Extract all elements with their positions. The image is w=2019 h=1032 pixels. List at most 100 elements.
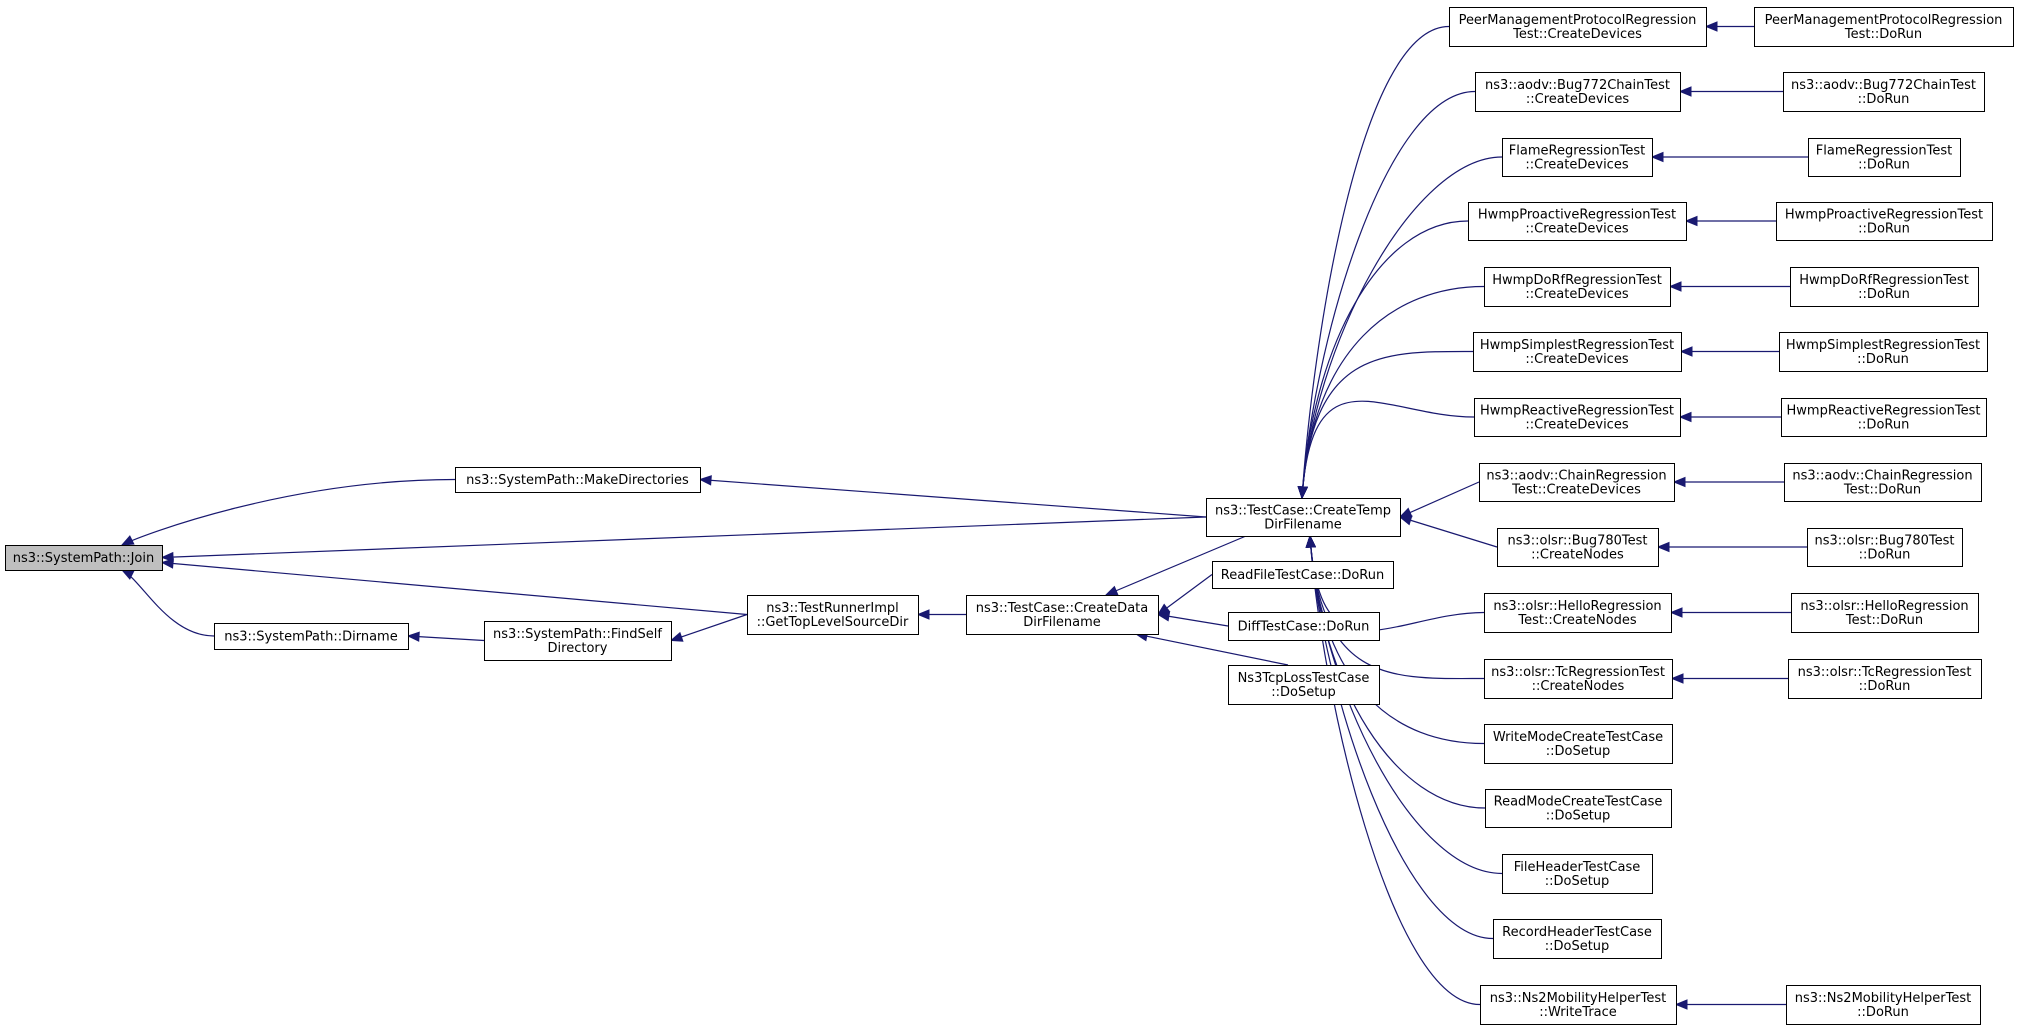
node-label: ns3::olsr::TcRegressionTest — [1798, 665, 1972, 680]
edge-line — [1301, 90, 1476, 499]
node-box — [1776, 202, 1993, 241]
node-label: ns3::olsr::Bug780Test — [1507, 534, 1647, 549]
node-hwdorf_cd[interactable]: HwmpDoRfRegressionTest::CreateDevices — [1484, 267, 1671, 307]
node-box — [1788, 659, 1982, 699]
node-label: ns3::olsr::Bug780Test — [1814, 534, 1954, 549]
node-tc_cn[interactable]: ns3::olsr::TcRegressionTest::CreateNodes — [1484, 659, 1673, 699]
node-label: ReadFileTestCase::DoRun — [1221, 568, 1384, 583]
edge-tc_run-to-tc_cn — [1670, 673, 1788, 684]
node-flame_cd[interactable]: FlameRegressionTest::CreateDevices — [1502, 138, 1653, 177]
node-makedirs[interactable]: ns3::SystemPath::MakeDirectories — [455, 467, 701, 493]
edge-line — [1301, 350, 1474, 499]
node-label: DiffTestCase::DoRun — [1238, 620, 1370, 635]
node-label: ns3::TestRunnerImpl — [766, 601, 899, 616]
node-box — [747, 595, 919, 635]
node-box — [1473, 332, 1682, 372]
edge-hwreac_run-to-hwreac_cd — [1678, 411, 1781, 423]
node-readfile[interactable]: ReadFileTestCase::DoRun — [1212, 561, 1394, 589]
node-join[interactable]: ns3::SystemPath::Join — [5, 545, 163, 571]
node-label: Test::CreateDevices — [1512, 27, 1642, 42]
node-hwsimp_run[interactable]: HwmpSimplestRegressionTest::DoRun — [1779, 332, 1988, 372]
node-flame_run[interactable]: FlameRegressionTest::DoRun — [1808, 138, 1961, 177]
node-hello_cn[interactable]: ns3::olsr::HelloRegressionTest::CreateNo… — [1484, 593, 1672, 633]
edge-line — [1135, 633, 1289, 666]
node-box — [1468, 202, 1687, 241]
edge-line — [1399, 481, 1480, 518]
node-label: Test::CreateDevices — [1511, 483, 1641, 498]
node-hwsimp_cd[interactable]: HwmpSimplestRegressionTest::CreateDevice… — [1473, 332, 1682, 372]
node-label: ns3::SystemPath::FindSelf — [493, 627, 662, 642]
node-box — [1484, 659, 1673, 699]
node-box — [1502, 138, 1653, 177]
arrowhead — [1672, 476, 1686, 488]
edge-line — [121, 478, 456, 546]
node-label: Ns3TcpLossTestCase — [1238, 671, 1370, 686]
call-nodes: ns3::SystemPath::Join ns3::SystemPath::Ma… — [5, 7, 2014, 1025]
node-label: ::DoSetup — [1545, 939, 1610, 954]
node-bug780_cn[interactable]: ns3::olsr::Bug780Test::CreateNodes — [1497, 528, 1659, 567]
node-bug780_run[interactable]: ns3::olsr::Bug780Test::DoRun — [1807, 528, 1963, 567]
node-label: ns3::Ns2MobilityHelperTest — [1795, 991, 1971, 1006]
node-box — [1493, 919, 1662, 959]
node-label: ::DoSetup — [1545, 874, 1610, 889]
node-hwreac_cd[interactable]: HwmpReactiveRegressionTest::CreateDevice… — [1474, 398, 1681, 437]
node-ns2_wt[interactable]: ns3::Ns2MobilityHelperTest::WriteTrace — [1480, 985, 1677, 1025]
node-tcploss[interactable]: Ns3TcpLossTestCase::DoSetup — [1228, 665, 1380, 705]
node-peer_cd[interactable]: PeerManagementProtocolRegressionTest::Cr… — [1449, 7, 1707, 47]
node-label: PeerManagementProtocolRegression — [1765, 13, 2003, 28]
node-fileheader[interactable]: FileHeaderTestCase::DoSetup — [1502, 854, 1653, 894]
node-gettop[interactable]: ns3::TestRunnerImpl::GetTopLevelSourceDi… — [747, 595, 919, 635]
edge-line — [1309, 535, 1494, 940]
node-difftest[interactable]: DiffTestCase::DoRun — [1228, 612, 1380, 641]
arrowhead — [1398, 515, 1413, 526]
node-aodvchain_cd[interactable]: ns3::aodv::ChainRegressionTest::CreateDe… — [1479, 463, 1675, 502]
node-label: ns3::aodv::ChainRegression — [1486, 469, 1666, 484]
node-hwpro_cd[interactable]: HwmpProactiveRegressionTest::CreateDevic… — [1468, 202, 1687, 241]
node-readmode[interactable]: ReadModeCreateTestCase::DoSetup — [1485, 789, 1672, 828]
node-box — [1807, 528, 1963, 567]
node-box — [1779, 332, 1988, 372]
node-box — [1206, 498, 1401, 537]
edge-hello_run-to-hello_cn — [1669, 607, 1791, 618]
node-label: Directory — [548, 641, 608, 656]
node-hwpro_run[interactable]: HwmpProactiveRegressionTest::DoRun — [1776, 202, 1993, 241]
node-label: ns3::Ns2MobilityHelperTest — [1490, 991, 1666, 1006]
arrowhead — [1679, 346, 1693, 357]
node-ns2_run[interactable]: ns3::Ns2MobilityHelperTest::DoRun — [1786, 985, 1981, 1025]
edge-line — [699, 478, 1207, 518]
node-label: DirFilename — [1264, 518, 1342, 533]
edge-line — [1399, 516, 1498, 548]
node-label: ::DoRun — [1859, 679, 1911, 694]
edge-line — [1301, 400, 1475, 499]
node-dirname[interactable]: ns3::SystemPath::Dirname — [214, 623, 409, 650]
call-edges — [120, 21, 1808, 1010]
node-label: PeerManagementProtocolRegression — [1459, 13, 1697, 28]
node-box — [1479, 463, 1675, 502]
node-bug772_cd[interactable]: ns3::aodv::Bug772ChainTest::CreateDevice… — [1475, 72, 1681, 112]
arrowhead — [916, 609, 930, 620]
node-bug772_run[interactable]: ns3::aodv::Bug772ChainTest::DoRun — [1783, 72, 1985, 112]
node-box — [5, 545, 163, 571]
node-label: ::CreateDevices — [1525, 352, 1628, 367]
node-peer_run[interactable]: PeerManagementProtocolRegressionTest::Do… — [1754, 7, 2014, 47]
edge-line — [670, 613, 748, 642]
node-label: ns3::TestCase::CreateTemp — [1215, 504, 1391, 519]
node-recordheader[interactable]: RecordHeaderTestCase::DoSetup — [1493, 919, 1662, 959]
node-hwreac_run[interactable]: HwmpReactiveRegressionTest::DoRun — [1781, 398, 1987, 437]
node-box — [1228, 612, 1380, 641]
edge-line — [1301, 220, 1469, 499]
edge-line — [1105, 535, 1247, 596]
node-label: RecordHeaderTestCase — [1502, 925, 1652, 940]
node-hwdorf_run[interactable]: HwmpDoRfRegressionTest::DoRun — [1790, 267, 1979, 307]
node-label: ::DoRun — [1858, 158, 1910, 173]
node-box — [1784, 463, 1982, 502]
node-label: FileHeaderTestCase — [1514, 860, 1641, 875]
node-writemode[interactable]: WriteModeCreateTestCase::DoSetup — [1484, 724, 1673, 764]
arrowhead — [698, 475, 712, 486]
node-tc_run[interactable]: ns3::olsr::TcRegressionTest::DoRun — [1788, 659, 1982, 699]
